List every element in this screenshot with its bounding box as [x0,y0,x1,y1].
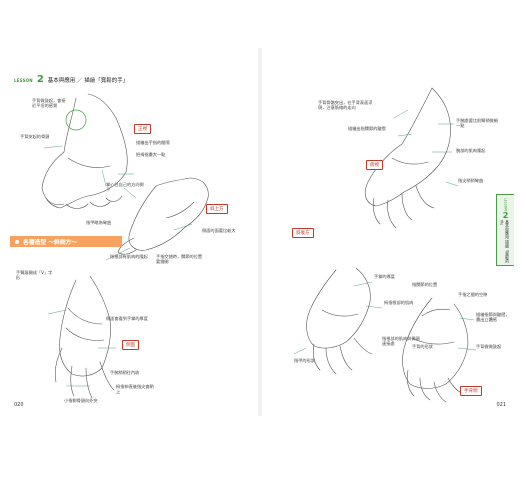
lesson-label: LESSON [14,77,33,83]
annotation-r10: 描繪指節與皺摺，畫出立體感 [476,312,510,323]
annotation-5: 掌心往自己的方向倒下 [106,182,144,193]
side-tab-title: 基本與應用 描繪「寬鬆的手」 [500,219,511,263]
annotation-r13: 手指之間的空隙 [458,292,488,297]
annotation-r9: 指根部的肌肉與骨頭連接處 [382,336,420,347]
annotation-3: 描繪出手指的間隔 [136,140,170,145]
annotation-12: 手腕稍稍往內收 [110,370,140,375]
annotation-r2: 描繪出指關節的皺摺 [348,126,386,131]
annotation-6: 指甲略為彎曲 [86,220,112,225]
annotation-r12: 手背微微鼓起 [476,344,502,349]
side-tab-number: 2 [502,210,509,220]
lesson-number: 2 [36,74,44,85]
left-hand-sketches [41,93,209,399]
tag-oblique-back: 斜後方 [292,228,314,238]
right-hand-sketches [293,87,477,403]
annotation-r14: 指關節的位置 [412,282,438,287]
tag-side-view: 側面 [122,340,139,350]
annotation-r6: 手掌的厚度 [374,274,395,279]
lesson-side-tab: LESSON 2 基本與應用 描繪「寬鬆的手」 [496,194,514,266]
annotation-r8: 指甲的形狀 [294,358,315,363]
side-tab-lesson: LESSON [503,198,508,211]
annotation-r7: 拇指根部的肌肉 [384,300,414,305]
annotation-1: 手背微鼓起，會接近平坦的感覺 [32,98,66,109]
page-header: LESSON 2 基本與應用 ／ 描繪「寬鬆的手」 [14,74,129,85]
page-title: 基本與應用 ／ 描繪「寬鬆的手」 [47,78,129,84]
tag-front-view: 正視 [134,124,151,134]
page-number-left: 020 [14,402,24,408]
annotation-r11: 手背的形狀 [412,344,433,349]
annotation-r4: 腕部的肌肉隆起 [456,148,486,153]
right-page: 俯視 斜後方 手背側 手背骨骼突出，在手背表面浮現，注意筋絡的走向 描繪出指關節… [262,48,514,416]
annotation-9: 手臂展開成「V」字形 [16,270,53,281]
section-banner: 各種造型 ～斜側方～ [10,236,122,247]
annotation-r5: 指尖稍稍彎曲 [458,178,484,183]
annotation-2: 手背突起的骨頭 [20,134,50,139]
annotation-8: 手指交錯時，關節的位置要錯開 [156,254,203,265]
annotation-13: 小指側骨頭向外突 [64,398,98,403]
annotation-10: 指根部有肌肉的隆起 [110,254,148,259]
book-gutter [258,48,262,416]
tag-top-view: 俯視 [366,160,383,170]
tag-back-of-hand: 手背側 [460,386,482,396]
annotation-4: 把拇指畫大一點 [136,152,166,157]
annotation-11: 側面會看到手掌的厚度 [106,316,148,321]
annotation-r1: 手背骨骼突出，在手背表面浮現，注意筋絡的走向 [318,100,373,111]
book-spread: LESSON 2 基本與應用 ／ 描繪「寬鬆的手」 [6,48,514,416]
annotation-14: 拇指伸直後指尖會朝上 [116,384,154,395]
annotation-r3: 手腕處要比前臂稍微細一點 [456,118,498,129]
banner-dot-icon [15,239,19,244]
annotation-7: 側面的面要比較大 [202,228,236,233]
section-title: 各種造型 ～斜側方～ [23,240,78,246]
left-page: LESSON 2 基本與應用 ／ 描繪「寬鬆的手」 [6,48,258,416]
tag-oblique-top: 斜上方 [206,204,228,214]
page-number-right: 021 [496,402,506,408]
